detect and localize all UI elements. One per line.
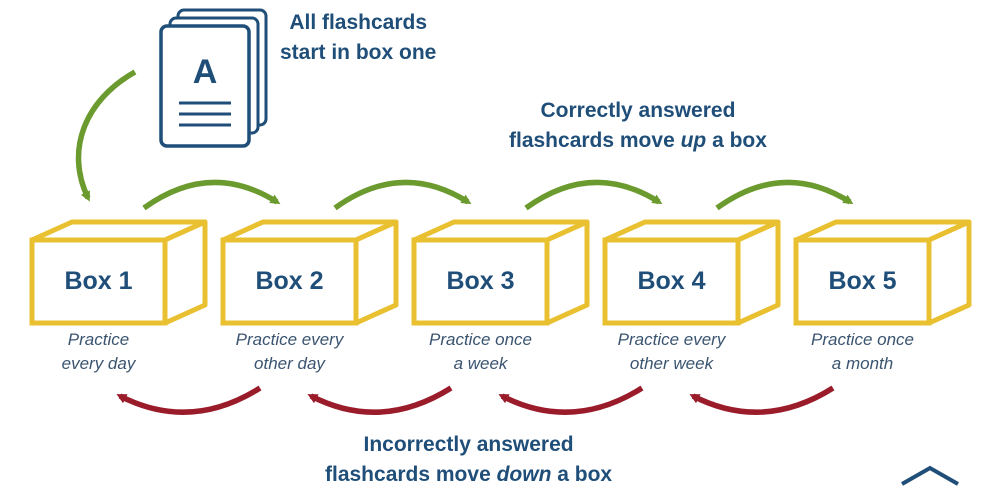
- card-letter: A: [193, 53, 218, 91]
- flashcard-stack-icon: A: [159, 8, 268, 148]
- move-up-arrow: [524, 179, 663, 211]
- move-down-arrow: [307, 385, 453, 415]
- navigation-icon: [901, 465, 959, 486]
- move-up-arrow: [142, 179, 281, 211]
- box-1: [29, 219, 208, 326]
- box-label: Box 3: [446, 267, 515, 295]
- start-arrow: [75, 69, 137, 202]
- box-label: Box 5: [828, 267, 897, 295]
- box-5: [793, 219, 972, 326]
- box-label: Box 2: [255, 267, 324, 295]
- move-down-arrow: [689, 385, 835, 415]
- move-down-arrow: [498, 385, 644, 415]
- box-2: [220, 219, 399, 326]
- move-up-arrow: [715, 179, 854, 211]
- box-label: Box 4: [637, 267, 706, 295]
- box-label: Box 1: [64, 267, 133, 295]
- move-up-arrow: [333, 179, 472, 211]
- move-down-arrow: [116, 385, 262, 415]
- box-3: [411, 219, 590, 326]
- box-4: [602, 219, 781, 326]
